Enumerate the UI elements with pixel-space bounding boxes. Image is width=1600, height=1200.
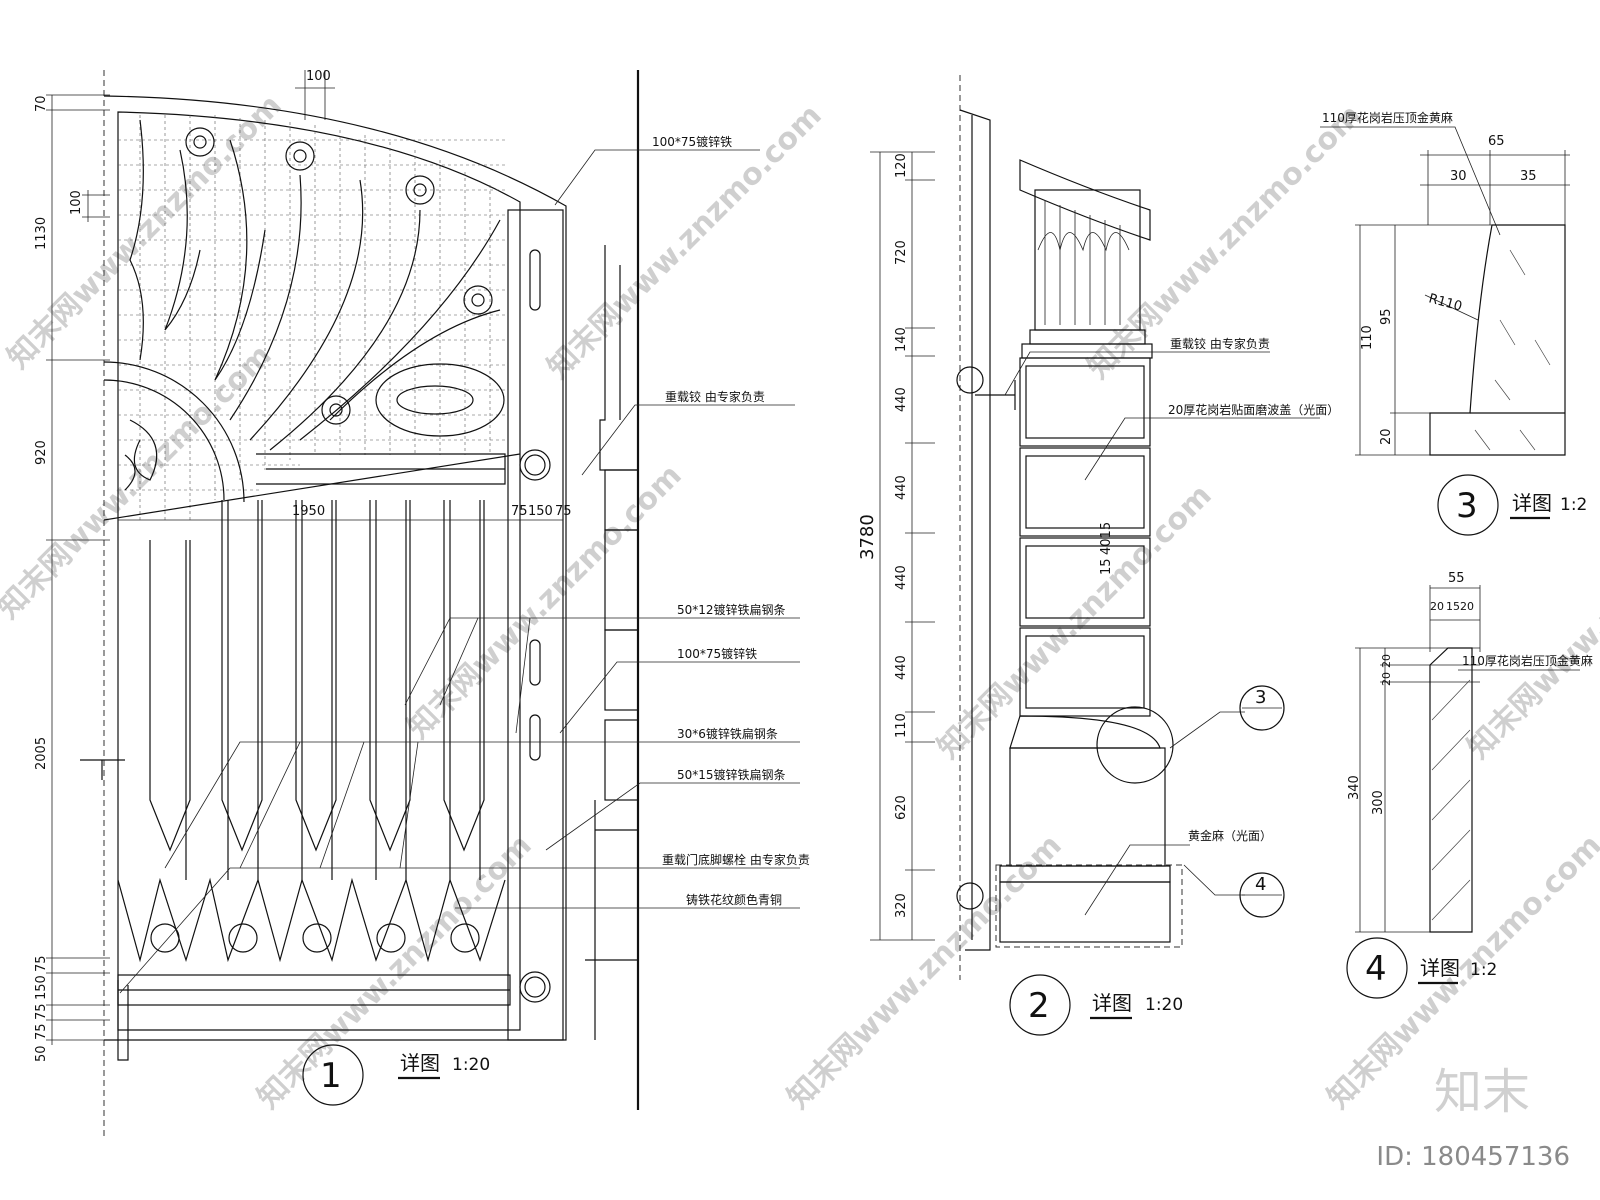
detail-1-title: 详图 [400,1051,440,1075]
dim-340: 340 [1347,775,1362,800]
watermark: 知末网www.znzmo.com [931,478,1219,766]
dim-left-150: 150 [34,975,49,1000]
dim-320: 320 [894,893,909,918]
note-bolt: 重载门底脚螺栓 由专家负责 [662,852,810,867]
dim-left-75b: 75 [34,1003,49,1020]
detail-3-number: 3 [1456,486,1478,526]
detail-1-number-circle [302,1044,364,1106]
callout-3 [1239,685,1285,731]
dim-720: 720 [894,240,909,265]
detail-1-scale: 1:20 [452,1055,490,1075]
note-flat-30x6: 30*6镀锌铁扁钢条 [677,727,778,741]
dim-65: 65 [1488,134,1505,149]
note-flat-50x12: 50*12镀锌铁扁钢条 [677,603,786,617]
detail-4-note: 110厚花岗岩压顶金黄麻 [1462,653,1593,668]
note-tube-mid: 100*75镀锌铁 [677,647,757,661]
detail-3-title: 详图 [1512,491,1552,515]
detail-2-pillar-elevation: 3780 120 720 140 440 440 440 440 110 620… [857,75,1339,1036]
detail-2-title: 详图 [1092,991,1132,1015]
dim-left-75: 75 [34,955,49,972]
note-granite: 20厚花岗岩贴面磨波盖（光面） [1168,402,1339,417]
dim-1950: 1950 [292,504,325,519]
dim-140: 140 [894,327,909,352]
note-flat-50x15: 50*15镀锌铁扁钢条 [677,768,786,782]
note-cast: 铸铁花纹颜色青铜 [686,892,782,907]
detail-4-number-circle [1346,937,1408,999]
dim-15-4: 15 [1446,600,1460,613]
detail-4-title: 详图 [1420,956,1460,980]
note-base: 黄金麻（光面） [1188,828,1272,843]
detail-2-number: 2 [1028,986,1050,1026]
coping-profile [1429,224,1566,456]
detail-4-scale: 1:2 [1470,960,1497,980]
dim-35: 35 [1520,169,1537,184]
dim-620: 620 [894,795,909,820]
lower-picket-bars [117,500,506,963]
note-hinge: 重载铰 由专家负责 [665,389,765,404]
dim-110: 110 [894,713,909,738]
dim-20-4d: 20 [1380,672,1393,686]
detail-2-number-circle [1009,974,1071,1036]
dim-total-3780: 3780 [857,514,878,560]
dim-150: 150 [528,504,553,519]
dim-20-4a: 20 [1430,600,1444,613]
upper-panel-grid [118,115,505,520]
brand-logo: 知末 [1433,1064,1530,1120]
dim-440b: 440 [894,475,909,500]
dim-300: 300 [1371,790,1386,815]
ornamental-scrollwork [103,119,505,503]
dim-440c: 440 [894,565,909,590]
dim-left-70: 70 [34,95,49,112]
dim-30: 30 [1450,169,1467,184]
watermark: 知末网www.znzmo.com [251,828,539,1116]
detail-1-leaders [119,149,800,994]
callout-3-label: 3 [1255,687,1266,708]
dim-120: 120 [894,153,909,178]
dim-left-1130: 1130 [34,217,49,250]
dim-95: 95 [1379,308,1394,325]
dim-110-3: 110 [1360,325,1375,350]
dim-top: 100 [306,69,331,84]
callout-4 [1239,872,1285,918]
dim-440d: 440 [894,655,909,680]
dim-20-4c: 20 [1380,654,1393,668]
watermark: 知末网www.znzmo.com [0,338,279,626]
detail-4-number: 4 [1365,949,1387,989]
radius-label: R110 [1427,291,1464,314]
dim-joint: 15 [1099,558,1114,575]
dim-left-920: 920 [34,440,49,465]
detail-3-scale: 1:2 [1560,495,1587,515]
dim-left-75c: 75 [34,1023,49,1040]
detail-1-number: 1 [320,1056,342,1096]
dim-75a: 75 [511,504,528,519]
callout-4-label: 4 [1255,874,1266,895]
detail-3-coping-section: 110厚花岗岩压顶金黄麻 65 30 35 110 95 20 R110 3 详… [1320,110,1587,536]
detail-3-number-circle [1437,474,1499,536]
dim-left-2005: 2005 [34,737,49,770]
note-hinge-2: 重载铰 由专家负责 [1170,336,1270,351]
dim-20-3: 20 [1379,428,1394,445]
base-stone-profile [1429,647,1473,933]
watermark: 知末网www.znzmo.com [1461,478,1600,766]
detail-1-gate-elevation: 100 70 1130 920 2005 75 150 75 50 75 100 [34,69,810,1140]
dim-440a: 440 [894,387,909,412]
brand-id-label: ID: 180457136 [1376,1142,1570,1172]
dim-small-100: 100 [69,190,84,215]
dim-joint-2: 4015 [1099,522,1114,555]
detail-4-base-section: 55 20 15 20 20 20 340 300 110厚花岗岩压顶金黄麻 4… [1346,571,1593,999]
dim-20-4b: 20 [1460,600,1474,613]
note-tube-top: 100*75镀锌铁 [652,135,732,149]
detail-3-note: 110厚花岗岩压顶金黄麻 [1322,110,1453,125]
dim-75b: 75 [555,504,572,519]
watermark: 知末网www.znzmo.com [781,828,1069,1116]
dim-55: 55 [1448,571,1465,586]
dim-left-50: 50 [34,1045,49,1062]
detail-2-scale: 1:20 [1145,995,1183,1015]
